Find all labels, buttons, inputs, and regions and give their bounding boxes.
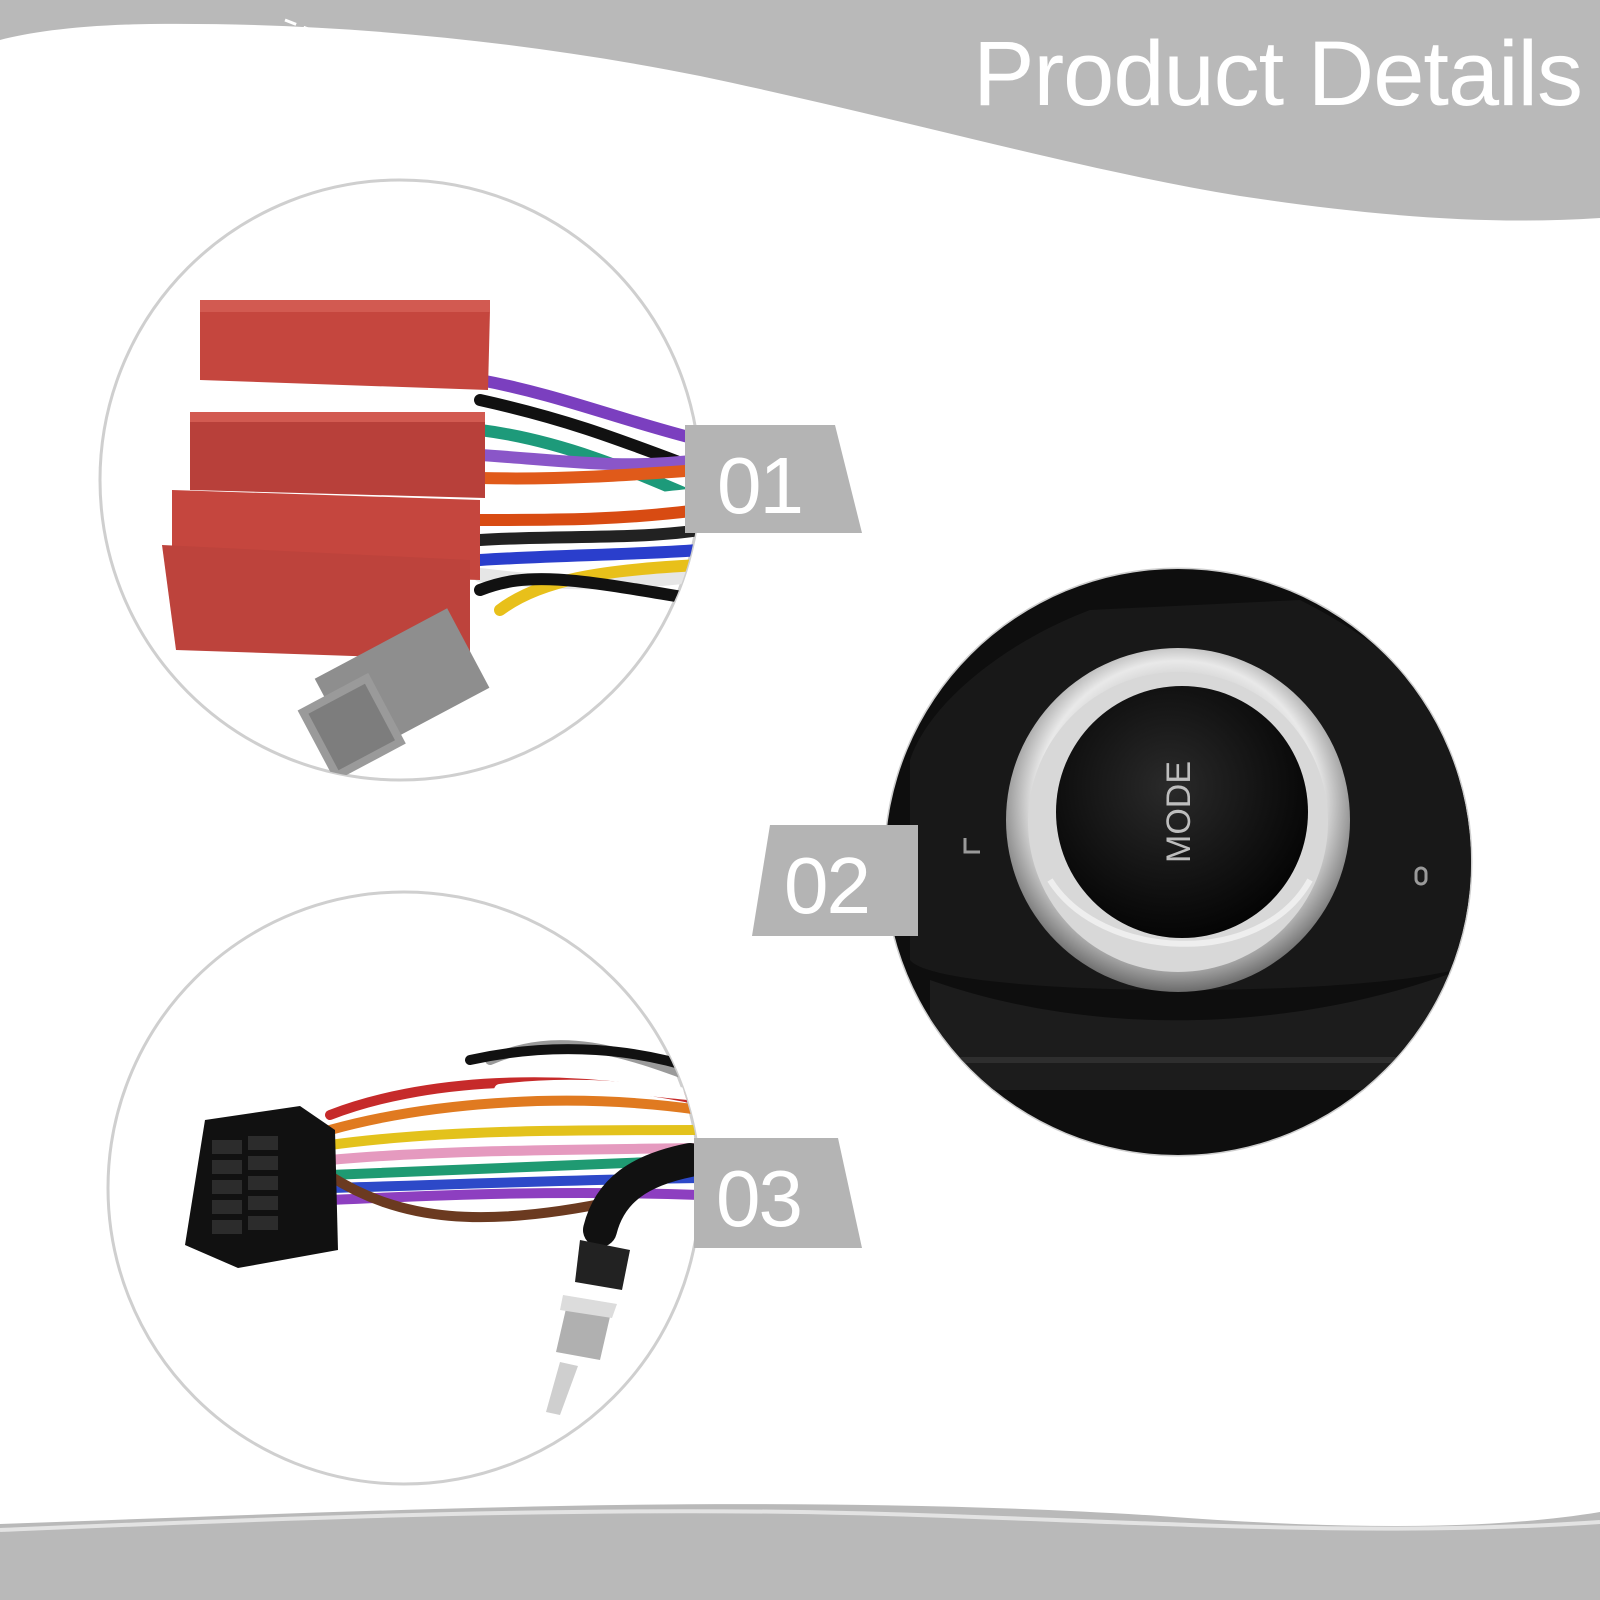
badge-03-shape <box>694 1138 862 1248</box>
page-title: Product Details <box>973 23 1583 125</box>
badge-02-shape <box>752 825 918 936</box>
badge-02-number: 02 <box>784 841 871 930</box>
badge-01-number: 01 <box>717 441 804 530</box>
badge-01-shape <box>685 425 862 533</box>
bottom-wave-band <box>0 1504 1600 1600</box>
detail-02-knob-label: MODE <box>1160 761 1198 863</box>
bottom-light-wave <box>0 1509 1600 1532</box>
top-wave-band <box>0 0 1600 221</box>
badge-03-number: 03 <box>716 1154 803 1243</box>
